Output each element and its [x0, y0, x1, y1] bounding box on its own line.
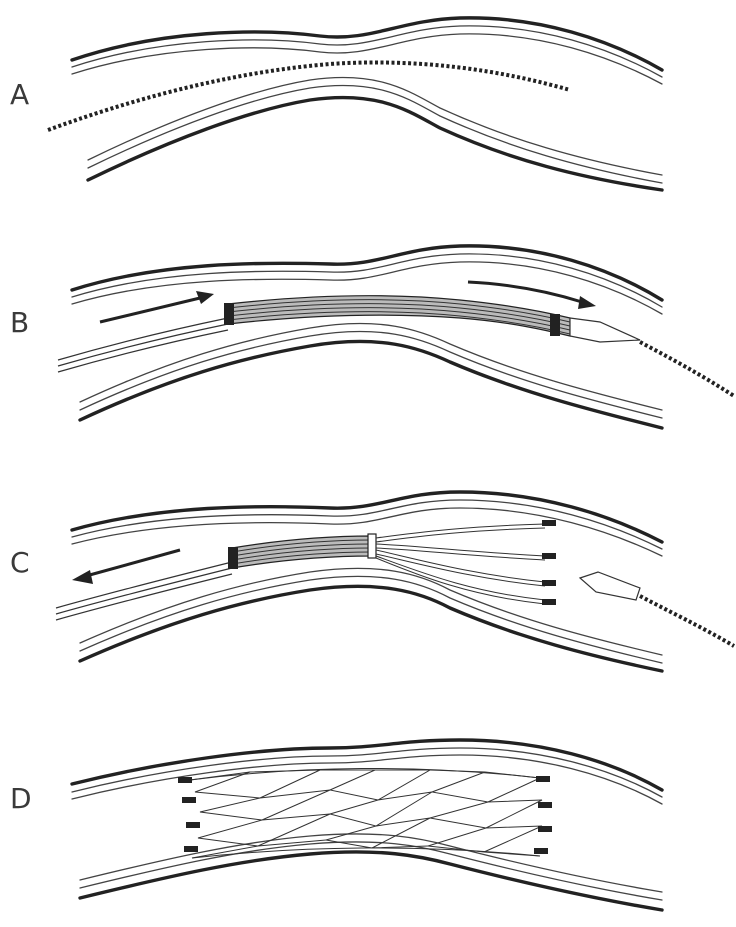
radiopaque-marker-right-b — [550, 314, 560, 336]
retracting-sheath-c — [56, 562, 232, 620]
panel-label-a: A — [10, 78, 29, 111]
vessel-c — [72, 492, 662, 671]
end-marker-left-2-d — [182, 797, 196, 803]
guidewire-b — [640, 342, 734, 396]
deployed-stent-d — [178, 768, 552, 858]
constrained-stent-c — [228, 534, 376, 569]
panel-d: D — [10, 740, 662, 910]
compressed-stent-b — [224, 296, 570, 336]
catheter-tip-b — [570, 318, 640, 342]
panel-a: A — [10, 18, 662, 190]
end-marker-right-1-d — [536, 776, 550, 782]
catheter-tip-c — [580, 572, 640, 600]
panel-label-b: B — [10, 306, 29, 339]
radiopaque-marker-left-c — [228, 547, 238, 569]
strut-marker-1-c — [542, 520, 556, 526]
end-marker-right-4-d — [534, 848, 548, 854]
guidewire-c — [640, 596, 734, 646]
vessel-a — [72, 18, 662, 190]
push-arrow-b — [100, 291, 214, 322]
panel-b: B — [10, 246, 734, 428]
end-marker-left-4-d — [184, 846, 198, 852]
panel-c: C — [10, 492, 734, 671]
vessel-d — [72, 740, 662, 910]
guidewire-a — [48, 62, 570, 130]
end-marker-left-1-d — [178, 777, 192, 783]
end-marker-right-2-d — [538, 802, 552, 808]
strut-marker-2-c — [542, 553, 556, 559]
strut-marker-3-c — [542, 580, 556, 586]
panel-label-d: D — [10, 782, 32, 815]
strut-marker-4-c — [542, 599, 556, 605]
end-marker-left-3-d — [186, 822, 200, 828]
delivery-sheath-b — [58, 318, 228, 372]
end-marker-right-3-d — [538, 826, 552, 832]
radiopaque-marker-left-b — [224, 303, 234, 325]
panel-label-c: C — [10, 546, 30, 579]
